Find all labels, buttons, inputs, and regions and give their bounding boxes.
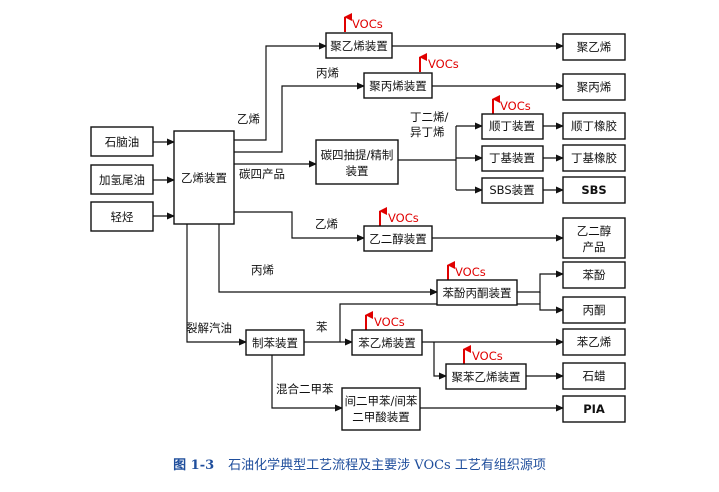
stream-label-pyrolysis-gasoline: 裂解汽油 (186, 321, 232, 335)
product-box-acetone (562, 296, 626, 324)
stream-label-mixed-xylene: 混合二甲苯 (276, 382, 334, 396)
sbs-unit-label: SBS装置 (489, 183, 534, 197)
product-butyl: 丁基橡胶 (571, 151, 617, 165)
voc-label: VOCs (352, 17, 383, 31)
sbs-unit-box (481, 177, 544, 204)
butyl-unit-box (481, 145, 544, 172)
voc-emission-arrows (344, 13, 500, 364)
figure-caption-text: 石油化学典型工艺流程及主要涉 VOCs 工艺有组织源项 (228, 458, 546, 473)
product-box-br (562, 112, 626, 140)
ps-unit-label: 聚苯乙烯装置 (452, 370, 521, 384)
product-box-sbs (562, 176, 626, 204)
stream-label-ethylene-2: 乙烯 (315, 217, 338, 231)
voc-label: VOCs (388, 211, 419, 225)
input-box-hydro-tail-oil (90, 164, 154, 195)
figure-number: 图 1-3 (173, 458, 215, 473)
styrene-unit-box (351, 329, 423, 356)
product-box-pp (562, 73, 626, 101)
product-pp: 聚丙烯 (577, 80, 612, 94)
voc-label: VOCs (428, 57, 459, 71)
stream-label-c4-products: 碳四产品 (239, 167, 285, 181)
product-box-phenol (562, 261, 626, 289)
phenol-acetone-unit-label: 苯酚丙酮装置 (443, 286, 512, 300)
stream-label-butadiene-line1: 丁二烯/ (410, 110, 448, 124)
product-pe: 聚乙烯 (577, 40, 612, 54)
product-br: 顺丁橡胶 (571, 119, 617, 133)
eg-unit-label: 乙二醇装置 (369, 232, 427, 246)
input-box-naphtha (90, 126, 154, 157)
input-naphtha: 石脑油 (105, 135, 140, 149)
product-box-styrene (562, 328, 626, 356)
pe-unit-box (325, 32, 393, 59)
product-phenol: 苯酚 (583, 268, 606, 282)
stream-label-benzene: 苯 (316, 320, 328, 334)
br-unit-box (481, 113, 544, 140)
product-pia: PIA (583, 402, 605, 416)
stream-label-ethylene-1: 乙烯 (237, 112, 260, 126)
product-acetone: 丙酮 (583, 303, 606, 317)
product-eg-line1: 乙二醇 (577, 224, 612, 238)
product-box-butyl (562, 144, 626, 172)
pia-unit-box (341, 387, 421, 431)
product-box-paraffin (562, 362, 626, 390)
input-light-hydrocarbon: 轻烃 (111, 210, 134, 224)
stream-label-butadiene-line2: 异丁烯 (410, 125, 445, 139)
benzene-unit-label: 制苯装置 (252, 336, 298, 350)
pp-unit-box (363, 72, 433, 99)
pp-unit-label: 聚丙烯装置 (369, 79, 427, 93)
benzene-unit-box (245, 329, 305, 356)
br-unit-label: 顺丁装置 (489, 119, 535, 133)
c4-unit-label-line2: 装置 (346, 164, 369, 178)
stream-label-propylene-2: 丙烯 (251, 263, 274, 277)
product-box-pe (562, 33, 626, 61)
c4-unit-label-line1: 碳四抽提/精制 (321, 148, 394, 162)
voc-label: VOCs (455, 265, 486, 279)
voc-label: VOCs (500, 99, 531, 113)
voc-label: VOCs (374, 315, 405, 329)
ethylene-unit-label: 乙烯装置 (181, 171, 227, 185)
c4-unit-box (315, 139, 399, 185)
pia-unit-label-line2: 二甲酸装置 (352, 410, 410, 424)
product-box-eg (562, 217, 626, 259)
product-paraffin: 石蜡 (583, 369, 606, 383)
ethylene-unit-box (173, 130, 235, 225)
product-sbs: SBS (581, 183, 606, 197)
figure-caption: 图 1-3 石油化学典型工艺流程及主要涉 VOCs 工艺有组织源项 (0, 454, 719, 473)
styrene-unit-label: 苯乙烯装置 (358, 336, 416, 350)
input-box-light-hydrocarbon (90, 201, 154, 232)
input-hydro-tail-oil: 加氢尾油 (99, 173, 145, 187)
pe-unit-label: 聚乙烯装置 (330, 39, 388, 53)
pia-unit-label-line1: 间二甲苯/间苯 (345, 394, 418, 408)
product-styrene: 苯乙烯 (577, 335, 612, 349)
eg-unit-box (363, 225, 433, 252)
phenol-acetone-unit-box (436, 279, 518, 306)
product-eg-line2: 产品 (583, 240, 606, 254)
voc-label: VOCs (472, 349, 503, 363)
ps-unit-box (445, 363, 527, 390)
butyl-unit-label: 丁基装置 (489, 151, 535, 165)
product-box-pia (562, 395, 626, 423)
stream-label-propylene-1: 丙烯 (316, 66, 339, 80)
